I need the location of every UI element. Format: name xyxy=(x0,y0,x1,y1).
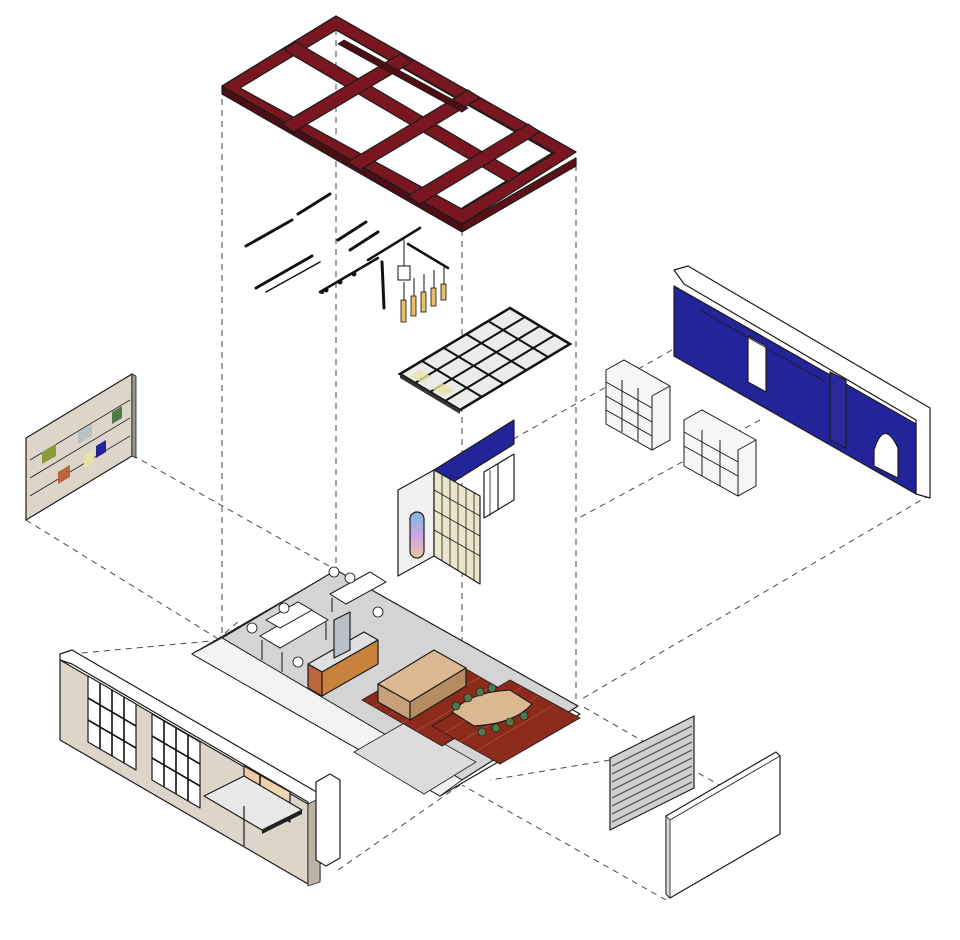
window-wall xyxy=(59,649,341,887)
left-display-wall xyxy=(25,373,137,521)
pendant-lights xyxy=(320,265,447,323)
end-partition xyxy=(665,751,781,899)
blue-feature-wall xyxy=(673,265,931,499)
track-lighting xyxy=(244,192,450,310)
roof-steel-frame xyxy=(221,15,577,233)
ceiling-grid-panel xyxy=(397,306,573,414)
floor-plan xyxy=(191,566,581,797)
meeting-room-partition xyxy=(397,419,515,585)
shelving-units xyxy=(605,359,757,497)
slatted-panel xyxy=(609,715,695,831)
